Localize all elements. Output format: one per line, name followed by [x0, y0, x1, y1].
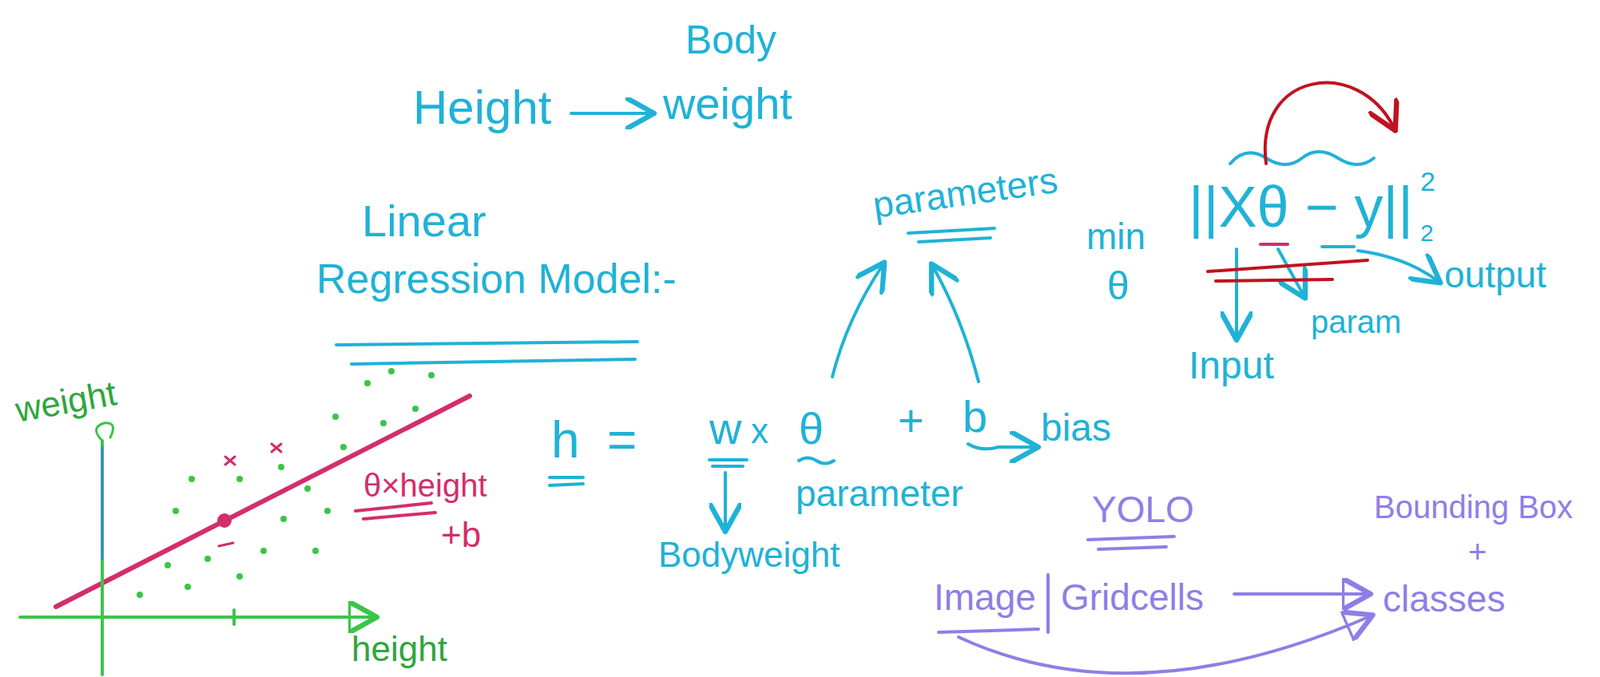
heading: Regression Model:- — [316, 255, 677, 304]
annotation: output — [1444, 254, 1547, 297]
axis-label: weight — [12, 373, 120, 431]
exponent: 2 — [1420, 166, 1436, 198]
underline — [1087, 536, 1175, 540]
annotation: bias — [1040, 405, 1112, 450]
strike-line — [1215, 279, 1333, 282]
math-symbol: b — [962, 391, 988, 443]
annotation: Input — [1188, 343, 1275, 388]
dash-mark — [218, 543, 234, 547]
axis-label: height — [351, 629, 448, 671]
math-expression: ||Xθ − y|| — [1188, 174, 1414, 241]
underline — [712, 464, 743, 469]
arrow — [1265, 83, 1394, 164]
annotation: Bodyweight — [658, 535, 840, 576]
underline — [918, 238, 991, 243]
math-symbol: w — [709, 403, 742, 455]
arrow — [1357, 250, 1438, 282]
note-word: Height — [412, 79, 552, 135]
annotation: Bounding Box — [1373, 488, 1573, 526]
divider-bar — [1046, 575, 1050, 633]
annotation: parameter — [795, 472, 964, 516]
math-operator: x — [750, 411, 769, 453]
underline — [1098, 547, 1167, 550]
math-symbol: h — [551, 411, 580, 471]
underline — [549, 484, 584, 486]
arrow — [968, 444, 1036, 449]
data-point — [218, 515, 231, 527]
cyan-strokes — [336, 113, 1438, 529]
line-label: θ×height — [363, 467, 488, 505]
subscript: 2 — [1420, 219, 1434, 248]
underline — [908, 228, 995, 234]
green-strokes — [19, 423, 374, 675]
math-symbol: θ — [1107, 263, 1130, 310]
arrow — [832, 265, 883, 378]
line-label: +b — [440, 515, 481, 556]
arrow — [723, 472, 727, 529]
underline — [355, 503, 432, 512]
underline — [363, 512, 436, 520]
math-operator: + — [1468, 533, 1487, 571]
underline — [351, 359, 636, 365]
arrow — [571, 111, 652, 116]
math-operator: + — [897, 395, 925, 447]
section-title: YOLO — [1091, 488, 1195, 532]
pink-strokes — [55, 244, 1288, 608]
note-word: parameters — [869, 158, 1061, 227]
annotation: param — [1310, 303, 1402, 341]
arrow — [958, 616, 1370, 674]
heading-word: Linear — [361, 195, 487, 247]
underline — [938, 629, 1039, 633]
annotation: Gridcells — [1060, 576, 1204, 620]
strike-line — [1207, 260, 1368, 272]
math-symbol: θ — [798, 403, 824, 455]
note-word: Body — [685, 17, 777, 64]
cross-mark — [271, 444, 282, 453]
underline — [709, 458, 747, 462]
annotation: classes — [1382, 578, 1505, 621]
axis-stroke — [101, 447, 104, 560]
underline — [1322, 245, 1354, 249]
arrow — [1278, 249, 1304, 296]
x-axis — [19, 615, 374, 620]
annotation: Image — [933, 576, 1037, 620]
cross-mark — [225, 456, 235, 465]
arrow — [933, 266, 979, 382]
underline — [336, 341, 638, 346]
note-word: weight — [663, 78, 793, 130]
math-operator: min — [1086, 215, 1146, 259]
y-axis — [100, 440, 104, 675]
axis-loop — [95, 423, 113, 441]
squiggle — [798, 458, 834, 465]
tick — [232, 610, 236, 625]
arrow — [1234, 249, 1239, 338]
arrow — [1234, 592, 1368, 596]
underline — [549, 476, 584, 480]
underline — [1260, 242, 1288, 247]
math-operator: = — [607, 411, 637, 471]
squiggle — [1230, 151, 1374, 165]
